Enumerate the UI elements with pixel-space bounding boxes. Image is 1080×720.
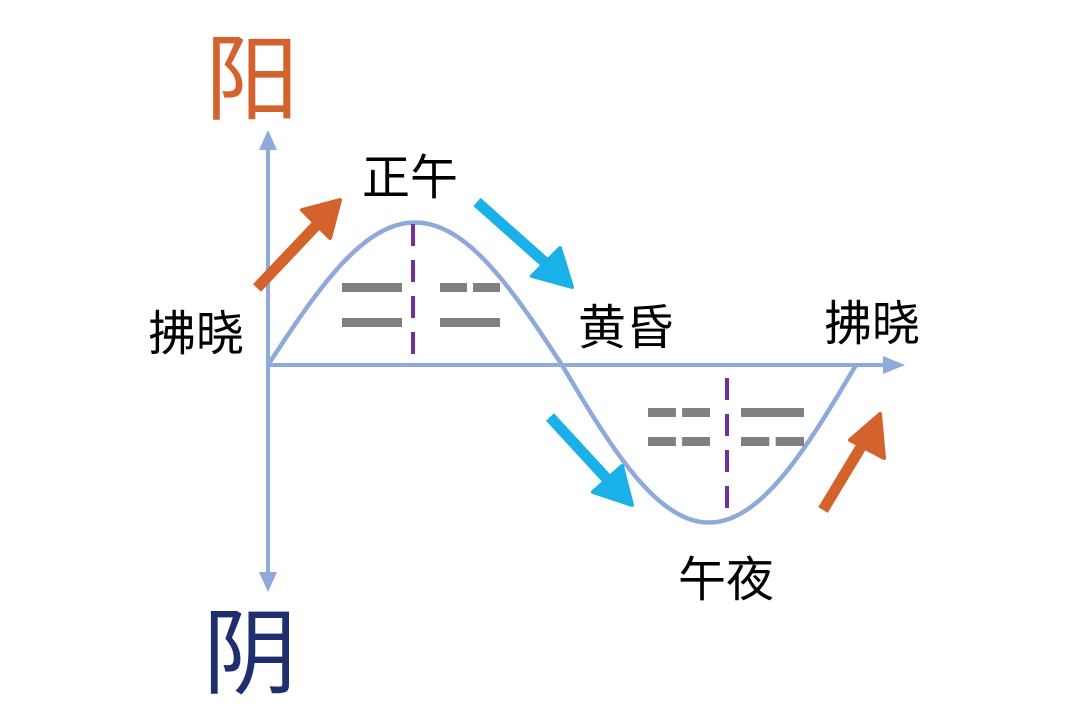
dusk-label: 黄昏 [578, 300, 674, 356]
broken-line-segment [775, 437, 804, 446]
dawn-end-label: 拂晓 [824, 296, 920, 352]
broken-line-segment [648, 437, 676, 446]
horizontal-axis-arrowhead [883, 356, 905, 374]
noon-label: 正午 [362, 150, 458, 206]
broken-line-segment [682, 437, 710, 446]
yang-label: 阳 [205, 26, 299, 135]
broken-line-segment [440, 283, 467, 292]
midnight-label: 午夜 [678, 552, 774, 608]
vertical-axis-down-arrowhead [259, 572, 277, 592]
falling-arrow-night [545, 413, 634, 507]
yin-label: 阴 [203, 600, 297, 709]
trigram-upper-right [440, 283, 500, 327]
falling-arrow-afternoon [473, 197, 574, 289]
trigram-lower-right [741, 408, 804, 446]
broken-line-segment [682, 408, 710, 417]
sine-curve [266, 220, 858, 525]
vertical-axis-up-arrowhead [259, 130, 277, 150]
rising-arrow-dawn [253, 198, 342, 292]
trigram-lower-left [648, 408, 710, 446]
broken-line-segment [648, 408, 676, 417]
broken-line-segment [741, 437, 770, 446]
solid-line [342, 283, 402, 292]
rising-arrow-predawn [818, 412, 886, 513]
broken-line-segment [473, 283, 500, 292]
solid-line [342, 318, 402, 327]
dawn-start-label: 拂晓 [148, 306, 244, 362]
solid-line [440, 318, 500, 327]
trigram-upper-left [342, 283, 402, 327]
solid-line [741, 408, 804, 417]
